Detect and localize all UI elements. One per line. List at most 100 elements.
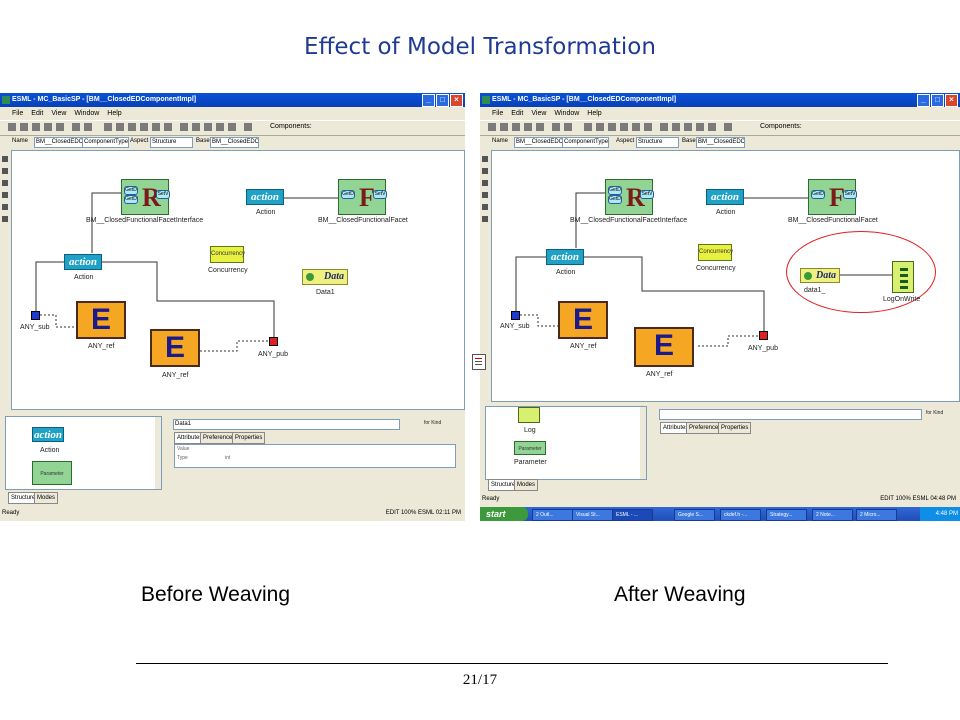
connect-icon[interactable] xyxy=(482,168,488,174)
window-titlebar[interactable]: ESML - MC_BasicSP - [BM__ClosedEDCompone… xyxy=(480,93,960,107)
up-icon[interactable] xyxy=(104,123,112,131)
cut-icon[interactable] xyxy=(524,123,532,131)
base-field[interactable]: BM__ClosedEDCom xyxy=(696,137,745,148)
connect-icon[interactable] xyxy=(2,168,8,174)
for-kind-checkbox[interactable]: for Kind xyxy=(424,420,442,426)
tab-structure[interactable]: Structure xyxy=(8,492,39,504)
undo-icon[interactable] xyxy=(552,123,560,131)
for-kind-checkbox[interactable]: for Kind xyxy=(926,410,944,416)
tab-modes[interactable]: Modes xyxy=(34,492,59,504)
attr-object-name[interactable] xyxy=(659,409,922,420)
minimize-button[interactable]: _ xyxy=(917,94,930,107)
set-icon[interactable] xyxy=(2,192,8,198)
view4-icon[interactable] xyxy=(216,123,224,131)
grid-icon[interactable] xyxy=(608,123,616,131)
zoom-icon[interactable] xyxy=(2,204,8,210)
model-canvas[interactable]: R GetD GetD SetV BM__ClosedFunctionalFac… xyxy=(11,150,465,410)
visualize-icon[interactable] xyxy=(2,216,8,222)
check-icon[interactable] xyxy=(488,123,496,131)
f-facet-block[interactable]: F GetD SetV xyxy=(338,179,387,215)
concurrency-block[interactable]: Concurrency xyxy=(698,244,733,261)
mid-action-block[interactable]: action xyxy=(546,249,584,265)
tab-preferences[interactable]: Preferences xyxy=(200,432,239,444)
validate-icon[interactable] xyxy=(620,123,628,131)
grid-icon[interactable] xyxy=(128,123,136,131)
attr-object-name[interactable]: Data1 xyxy=(173,419,400,430)
validate-icon[interactable] xyxy=(140,123,148,131)
r-interface-block[interactable]: R GetD GetD SetV xyxy=(605,179,654,215)
set-port[interactable]: SetV xyxy=(373,190,387,199)
disconnect-icon[interactable] xyxy=(482,180,488,186)
taskbar-item[interactable]: ESML - ... xyxy=(612,509,653,521)
aspect-select[interactable]: Structure xyxy=(636,137,679,148)
aspect-select[interactable]: Structure xyxy=(150,137,193,148)
get-port[interactable]: GetD xyxy=(341,190,355,199)
get-port[interactable]: GetD xyxy=(608,195,622,204)
taskbar-item[interactable]: ckdef.h -... xyxy=(720,509,761,521)
delete-icon[interactable] xyxy=(536,123,544,131)
cut-icon[interactable] xyxy=(44,123,52,131)
zoom-icon[interactable] xyxy=(482,204,488,210)
open-icon[interactable] xyxy=(500,123,508,131)
set-icon[interactable] xyxy=(482,192,488,198)
maximize-button[interactable]: □ xyxy=(436,94,449,107)
save-icon[interactable] xyxy=(512,123,520,131)
disconnect-icon[interactable] xyxy=(2,180,8,186)
taskbar-item[interactable]: 2 Note... xyxy=(812,509,853,521)
redo-icon[interactable] xyxy=(84,123,92,131)
log-on-write-block[interactable] xyxy=(892,261,914,293)
set-port[interactable]: SetV xyxy=(640,190,654,199)
set-port[interactable]: SetV xyxy=(843,190,857,199)
redo-icon[interactable] xyxy=(564,123,572,131)
browser-scrollbar[interactable] xyxy=(640,407,646,479)
e-block-1[interactable]: E xyxy=(76,301,126,339)
data-block[interactable]: Data xyxy=(302,269,348,285)
up-icon[interactable] xyxy=(584,123,592,131)
menu-edit[interactable]: Edit xyxy=(511,110,524,117)
system-tray-clock[interactable]: 4:48 PM xyxy=(920,507,960,521)
view5-icon[interactable] xyxy=(228,123,236,131)
save-icon[interactable] xyxy=(32,123,40,131)
name-field[interactable]: BM__ClosedEDCom xyxy=(34,137,83,148)
e-block-2[interactable]: E xyxy=(634,327,694,367)
window-titlebar[interactable]: ESML - MC_BasicSP - [BM__ClosedEDCompone… xyxy=(0,93,465,107)
help-icon[interactable] xyxy=(724,123,732,131)
sort-icon[interactable] xyxy=(116,123,124,131)
taskbar-item[interactable]: Visual St... xyxy=(572,509,613,521)
model-canvas[interactable]: R GetD GetD SetV BM__ClosedFunctionalFac… xyxy=(491,150,960,402)
e-block-2[interactable]: E xyxy=(150,329,200,367)
view5-icon[interactable] xyxy=(708,123,716,131)
sort-icon[interactable] xyxy=(596,123,604,131)
menu-view[interactable]: View xyxy=(531,110,547,117)
menu-window[interactable]: Window xyxy=(554,110,580,117)
menu-help[interactable]: Help xyxy=(587,110,602,117)
mid-action-block[interactable]: action xyxy=(64,254,102,270)
get-port[interactable]: GetD xyxy=(124,195,138,204)
view2-icon[interactable] xyxy=(672,123,680,131)
browser-scrollbar[interactable] xyxy=(155,417,161,489)
visualize-icon[interactable] xyxy=(482,216,488,222)
taskbar-item[interactable]: 2 Outl... xyxy=(532,509,573,521)
pointer-icon[interactable] xyxy=(2,156,8,162)
taskbar-item[interactable]: Google S... xyxy=(674,509,715,521)
set-port[interactable]: SetV xyxy=(156,190,170,199)
print-icon[interactable] xyxy=(644,123,652,131)
view1-icon[interactable] xyxy=(180,123,188,131)
close-button[interactable]: × xyxy=(450,94,463,107)
get-port[interactable]: GetD xyxy=(124,186,138,195)
menu-file[interactable]: File xyxy=(492,110,504,117)
taskbar-item[interactable]: Strategy... xyxy=(766,509,807,521)
browser-log-item[interactable] xyxy=(518,407,540,423)
view3-icon[interactable] xyxy=(684,123,692,131)
attr-row-value[interactable]: int xyxy=(225,455,231,461)
f-facet-block[interactable]: F GetD SetV xyxy=(808,179,857,215)
top-action-block[interactable]: action xyxy=(246,189,284,205)
e-block-1[interactable]: E xyxy=(558,301,608,339)
get-port[interactable]: GetD xyxy=(608,186,622,195)
view4-icon[interactable] xyxy=(696,123,704,131)
type-field[interactable]: ComponentType xyxy=(562,137,609,148)
undo-icon[interactable] xyxy=(72,123,80,131)
tab-properties[interactable]: Properties xyxy=(232,432,266,444)
start-button[interactable]: start xyxy=(480,507,528,521)
any-pub-port[interactable] xyxy=(269,337,278,346)
